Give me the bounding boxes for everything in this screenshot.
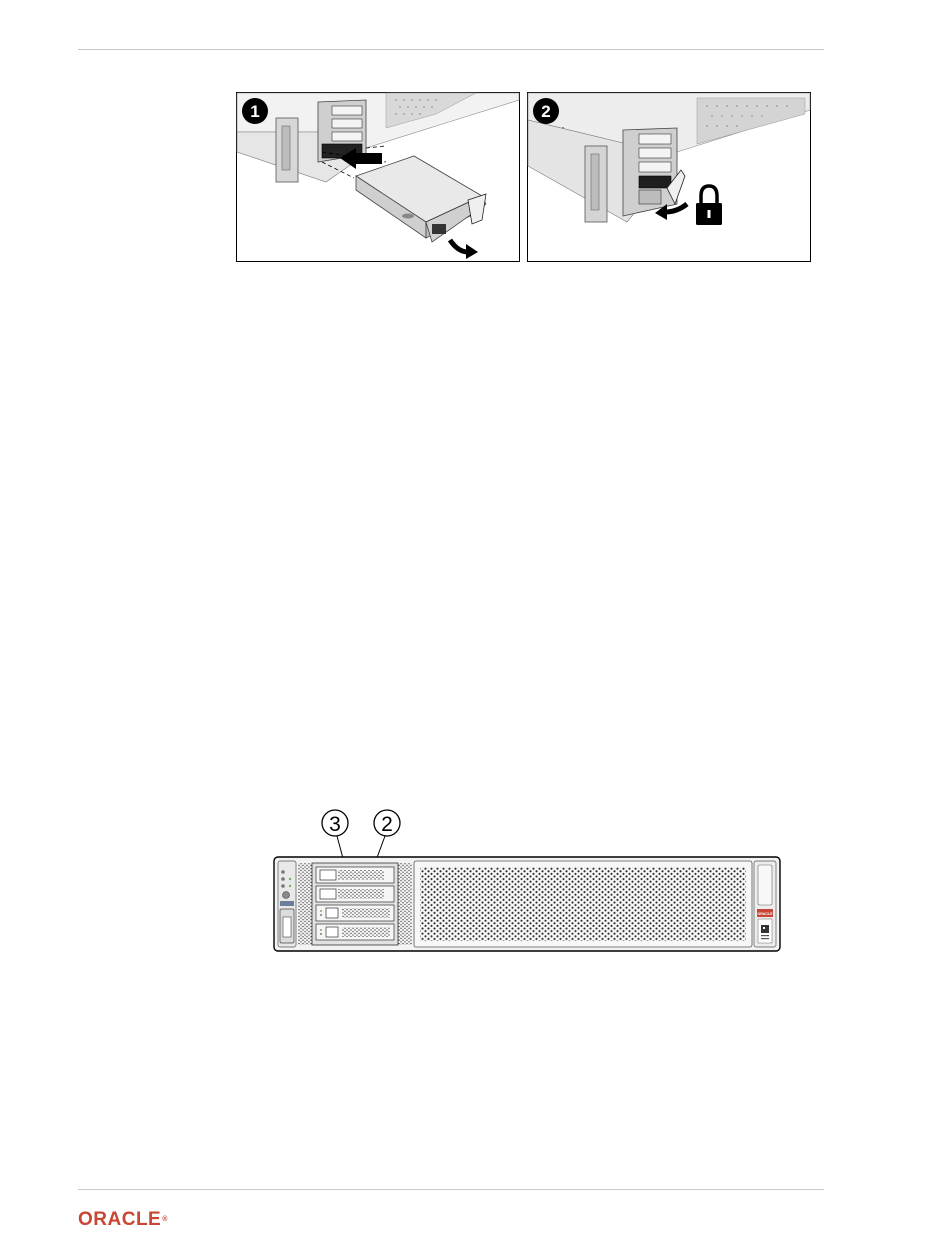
badge-text: ORACLE [757, 912, 773, 916]
header-rule [78, 49, 824, 50]
logo-registered-mark: ® [162, 1216, 168, 1223]
figure-front-panel: 3 2 [268, 805, 788, 957]
step-number-1: 1 [250, 102, 259, 121]
figure-insert-drive: 1 [236, 92, 520, 262]
step-number-2: 2 [541, 102, 550, 121]
callout-label-2: 2 [381, 813, 393, 836]
footer-rule [78, 1189, 824, 1190]
vent-grille-icon [414, 861, 752, 947]
oracle-logo: ORACLE® [78, 1212, 168, 1228]
callout-label-3: 3 [329, 813, 341, 836]
qr-label-icon [758, 919, 772, 943]
logo-text: ORACLE [78, 1209, 161, 1230]
step-badge-1: 1 [242, 98, 268, 124]
server-front-panel-icon: ORACLE [274, 857, 780, 951]
figure-close-lever: 2 [527, 92, 811, 262]
step-badge-2: 2 [533, 98, 559, 124]
